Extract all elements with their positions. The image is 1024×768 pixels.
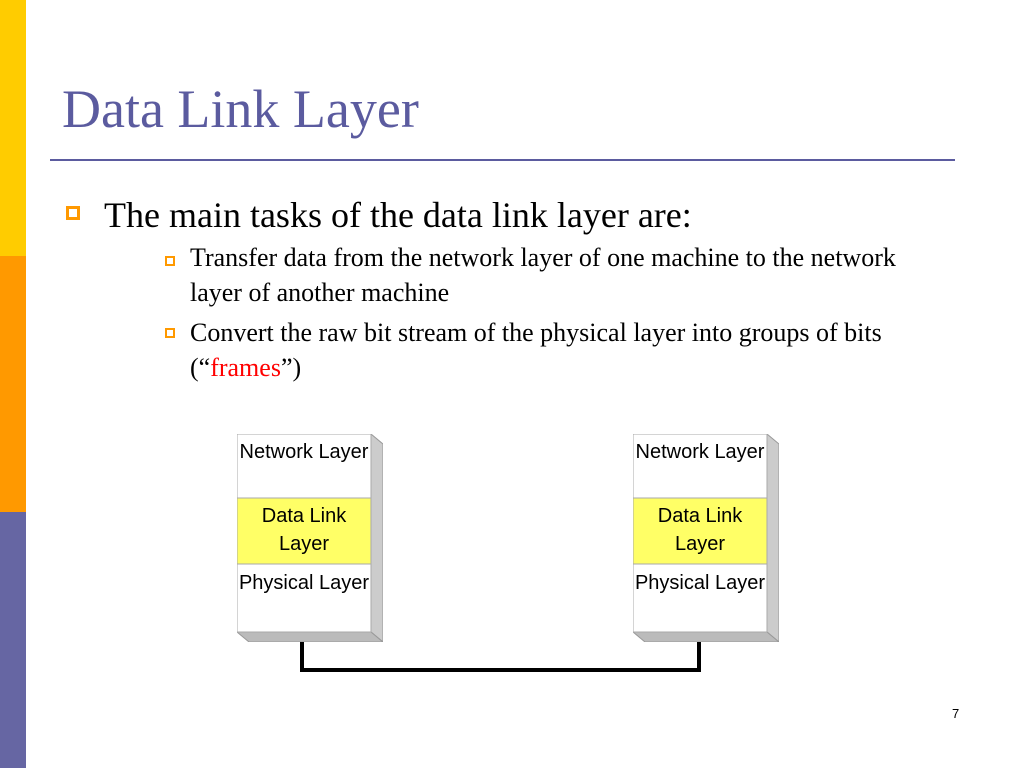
slide-title: Data Link Layer bbox=[62, 79, 419, 139]
square-bullet-icon bbox=[165, 256, 175, 266]
sub-bullet-2-text-before: Convert the raw bit stream of the physic… bbox=[190, 318, 882, 382]
square-bullet-icon bbox=[66, 206, 80, 220]
right-stack-shape bbox=[633, 434, 779, 642]
sub-bullet-1: Transfer data from the network layer of … bbox=[190, 240, 950, 310]
sub-bullet-1-text: Transfer data from the network layer of … bbox=[190, 243, 896, 307]
physical-layer-label: Physical Layer bbox=[634, 572, 766, 594]
main-bullet-text: The main tasks of the data link layer ar… bbox=[104, 195, 692, 235]
right-protocol-stack: Network Layer Data Link Layer Physical L… bbox=[633, 434, 779, 642]
side-stripe-orange bbox=[0, 256, 26, 512]
network-layer-label: Network Layer bbox=[635, 441, 765, 463]
square-bullet-icon bbox=[165, 328, 175, 338]
datalink-layer-label: Data Link Layer bbox=[657, 505, 743, 555]
side-stripe-yellow bbox=[0, 0, 26, 256]
side-stripe-blue bbox=[0, 512, 26, 768]
left-protocol-stack: Network Layer Data Link Layer Physical L… bbox=[237, 434, 383, 642]
datalink-layer-label: Data Link Layer bbox=[261, 505, 347, 555]
sub-bullet-2-text-after: ”) bbox=[280, 353, 302, 382]
frames-highlight: frames bbox=[210, 353, 281, 382]
title-underline bbox=[50, 159, 955, 161]
sub-bullet-2: Convert the raw bit stream of the physic… bbox=[190, 315, 950, 385]
page-number: 7 bbox=[952, 706, 960, 721]
physical-layer-label: Physical Layer bbox=[238, 572, 370, 594]
physical-link-cable bbox=[300, 642, 701, 672]
left-stack-shape bbox=[237, 434, 383, 642]
network-layer-label: Network Layer bbox=[239, 441, 369, 463]
